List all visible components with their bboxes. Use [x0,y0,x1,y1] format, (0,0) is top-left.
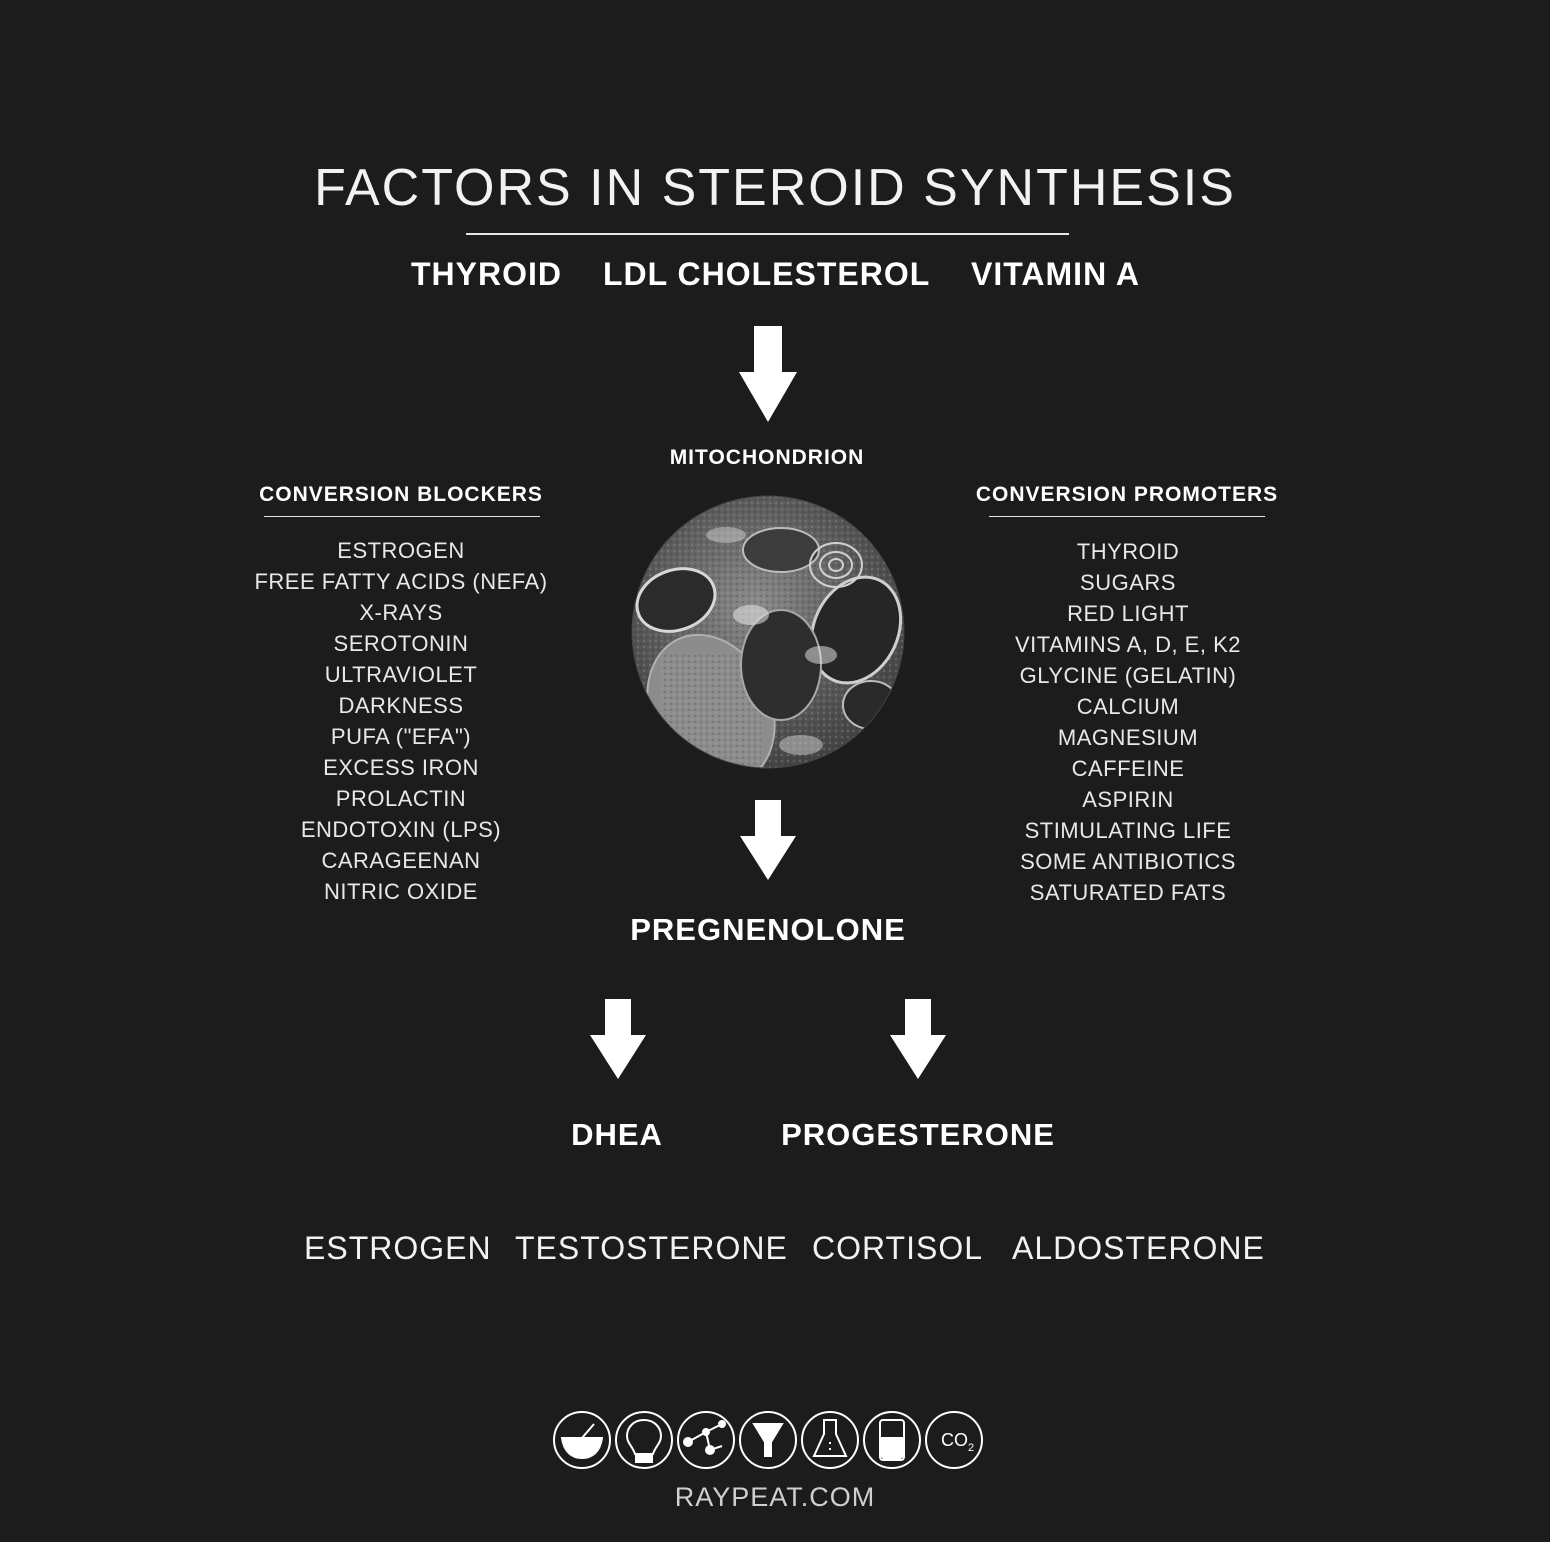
list-item: RED LIGHT [1067,601,1189,626]
list-item: ULTRAVIOLET [324,662,478,687]
product-pregnenolone: PREGNENOLONE [630,912,906,947]
lightbulb-icon [615,1411,673,1469]
title-divider [466,233,1069,235]
blockers-list: ESTROGEN FREE FATTY ACIDS (NEFA) X-RAYS … [151,535,651,907]
mitochondrion-label: MITOCHONDRION [669,446,865,469]
list-item: ESTROGEN [337,538,465,563]
list-item: ENDOTOXIN (LPS) [300,817,502,842]
list-item: FREE FATTY ACIDS (NEFA) [254,569,548,594]
list-item: SATURATED FATS [1029,880,1227,905]
list-item: ASPIRIN [1082,787,1174,812]
promoters-list: THYROID SUGARS RED LIGHT VITAMINS A, D, … [878,536,1378,908]
downstream-hormones: ESTROGEN TESTOSTERONE CORTISOL ALDOSTERO… [0,1230,1550,1274]
list-item: STIMULATING LIFE [1024,818,1232,843]
co2-subscript: 2 [968,1442,974,1454]
list-item: SUGARS [1080,570,1176,595]
down-arrow-icon [740,800,796,880]
inputs-row: THYROID LDL CHOLESTEROL VITAMIN A [0,256,1550,300]
blockers-heading: CONVERSION BLOCKERS [259,483,543,506]
flask-icon [801,1411,859,1469]
promoters-divider [989,516,1265,517]
list-item: PROLACTIN [335,786,467,811]
site-link[interactable]: RAYPEAT.COM [674,1482,876,1512]
input-ldl-cholesterol: LDL CHOLESTEROL [603,256,931,292]
down-arrow-icon [590,999,646,1079]
hormone-estrogen: ESTROGEN [304,1230,492,1266]
branch-progesterone: PROGESTERONE [781,1117,1055,1152]
list-item: SEROTONIN [333,631,469,656]
input-vitamin-a: VITAMIN A [971,256,1140,292]
promoters-heading: CONVERSION PROMOTERS [975,483,1279,506]
co2-label: CO [941,1430,968,1450]
list-item: MAGNESIUM [1057,725,1199,750]
footer-icons: CO 2 [553,1411,983,1469]
list-item: VITAMINS A, D, E, K2 [1015,632,1241,657]
molecule-icon [677,1411,735,1469]
list-item: EXCESS IRON [323,755,479,780]
down-arrow-icon [739,326,797,422]
blockers-divider [264,516,540,517]
list-item: DARKNESS [338,693,464,718]
list-item: SOME ANTIBIOTICS [1020,849,1236,874]
list-item: NITRIC OXIDE [324,879,478,904]
down-arrow-icon [890,999,946,1079]
glass-icon [863,1411,921,1469]
list-item: PUFA ("EFA") [330,724,472,749]
hormone-aldosterone: ALDOSTERONE [1012,1230,1265,1266]
list-item: CALCIUM [1076,694,1180,719]
co2-icon [925,1411,983,1469]
branch-dhea: DHEA [571,1117,663,1152]
list-item: GLYCINE (GELATIN) [1019,663,1237,688]
bowl-icon [553,1411,611,1469]
hormone-cortisol: CORTISOL [812,1230,983,1266]
input-thyroid: THYROID [411,256,562,292]
mitochondrion-image [631,495,905,769]
page-title: FACTORS IN STEROID SYNTHESIS [314,159,1236,217]
list-item: CARAGEENAN [321,848,481,873]
list-item: X-RAYS [359,600,443,625]
list-item: THYROID [1076,539,1180,564]
funnel-icon [739,1411,797,1469]
hormone-testosterone: TESTOSTERONE [515,1230,788,1266]
list-item: CAFFEINE [1071,756,1185,781]
